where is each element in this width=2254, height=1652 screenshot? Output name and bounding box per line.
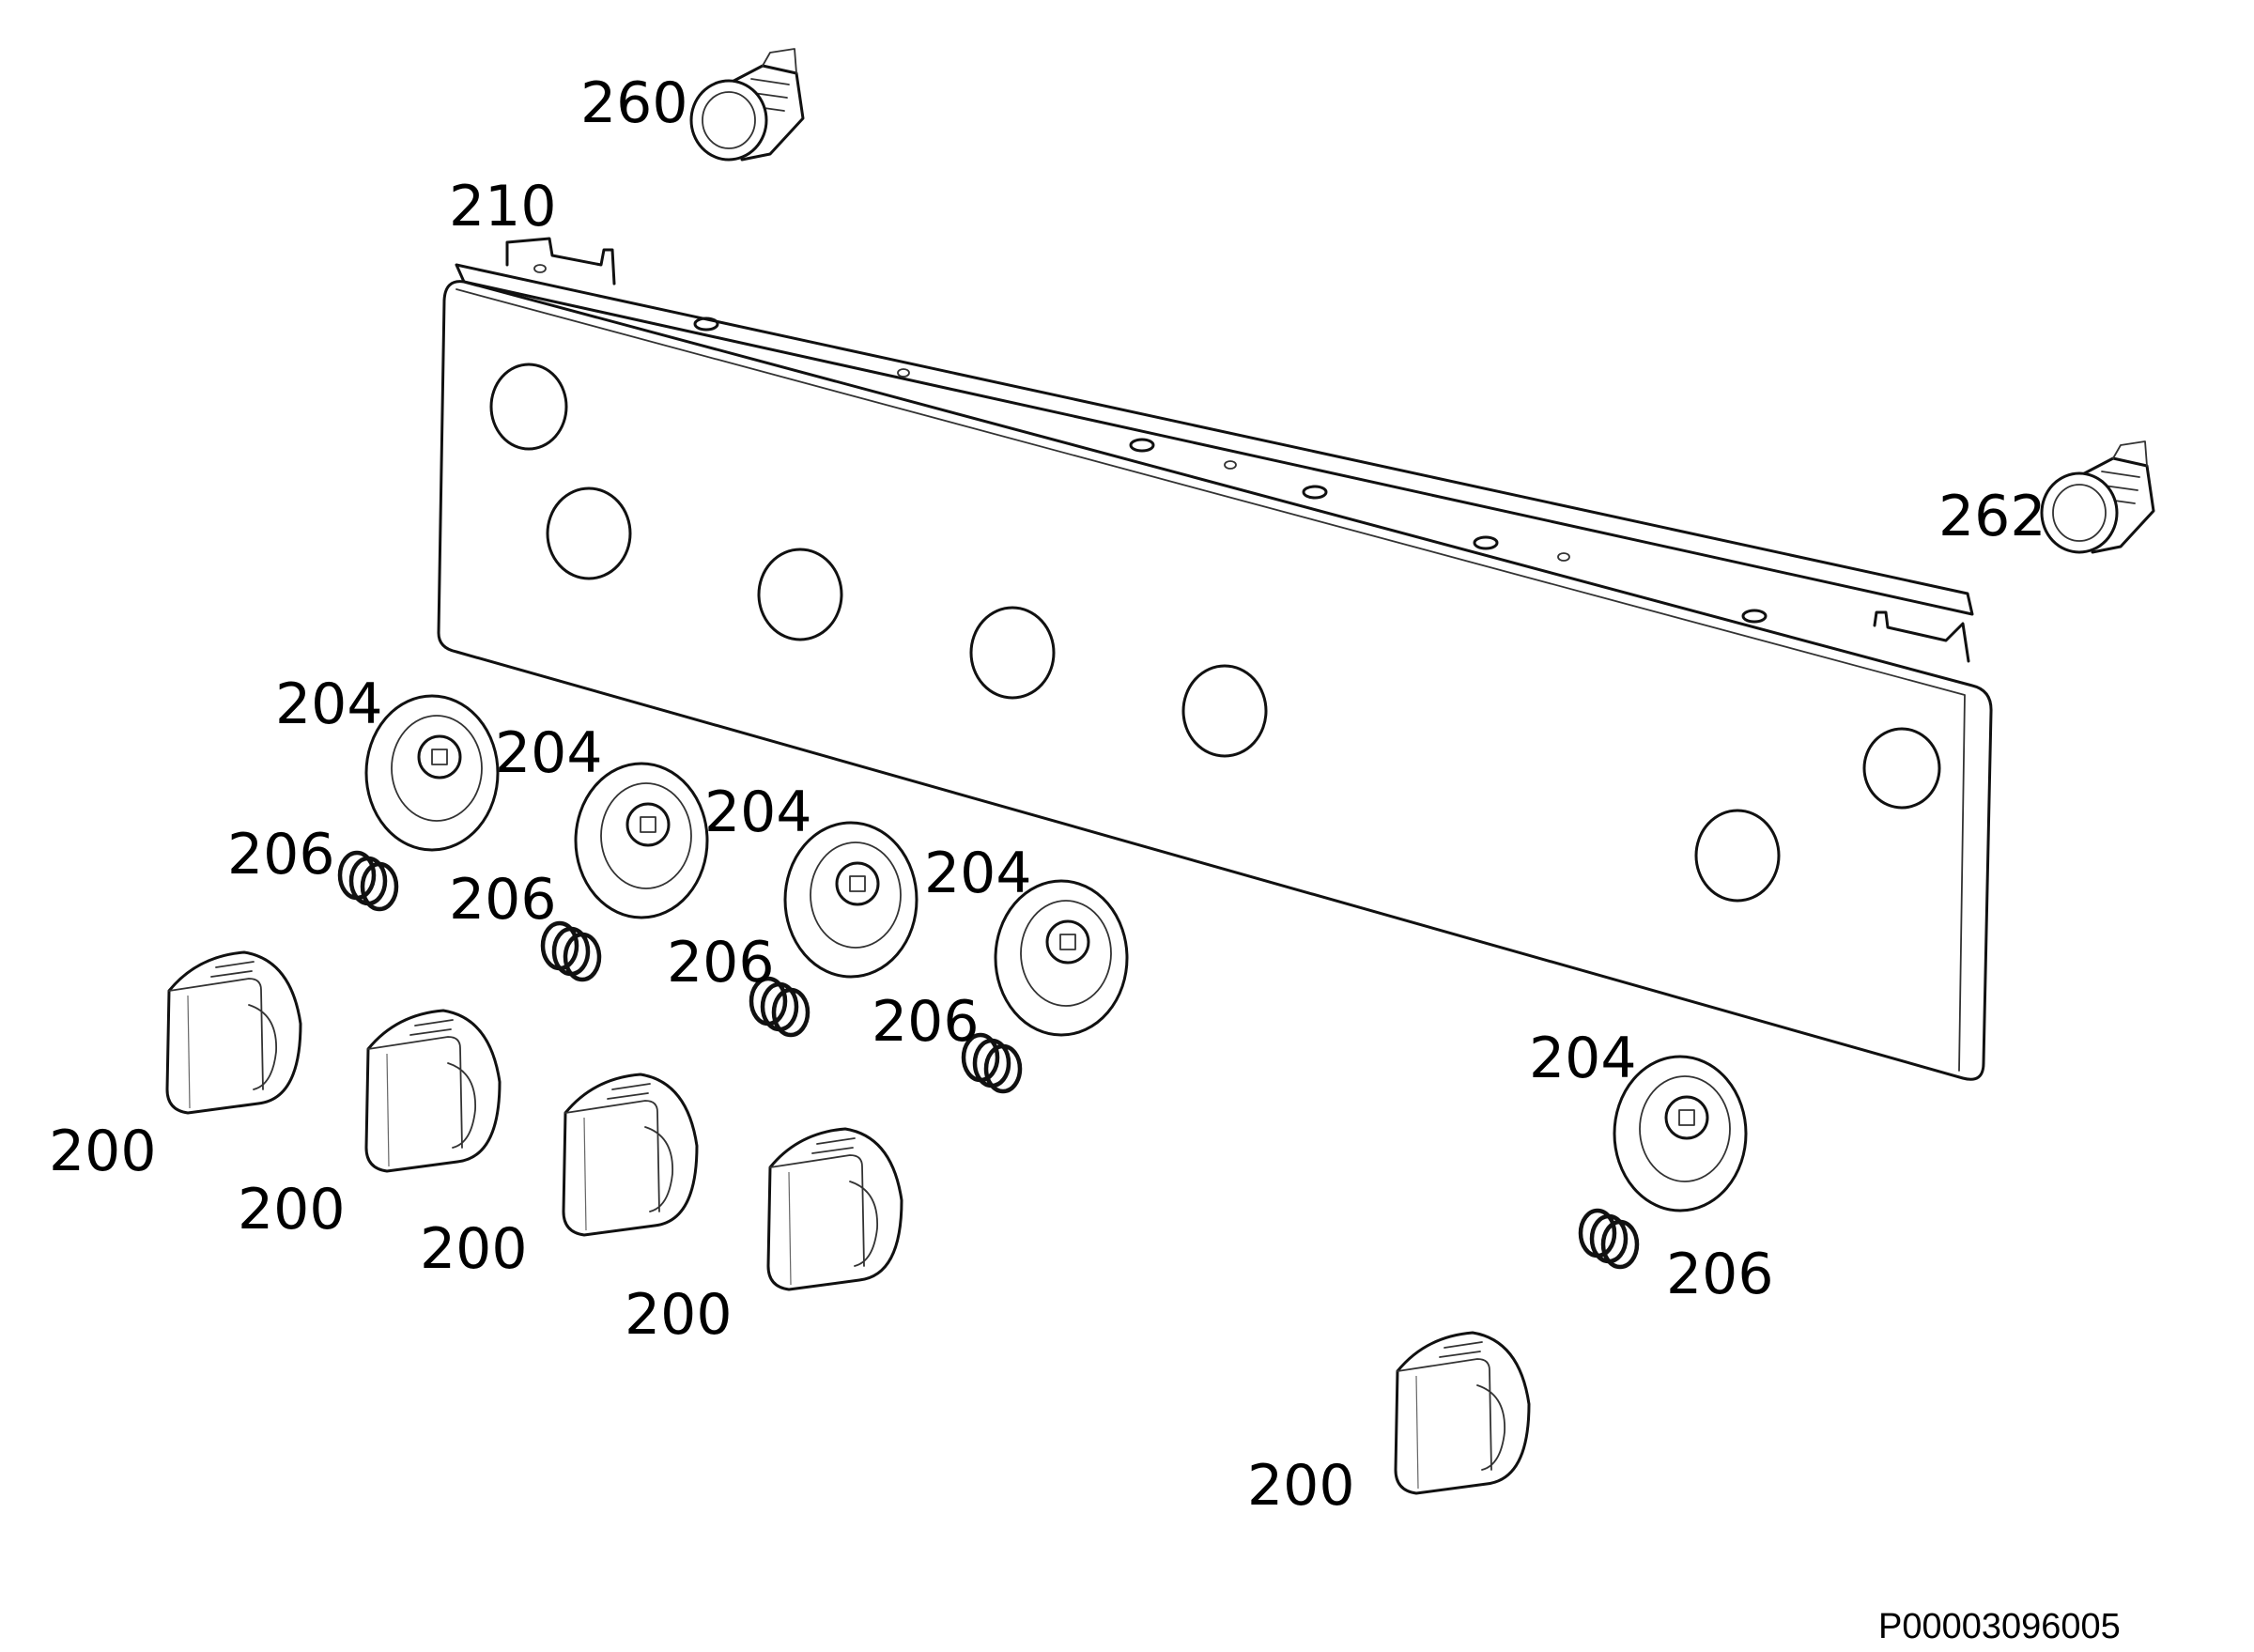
- panel-rail-holes: [533, 264, 1768, 624]
- drawing-number: P00003096005: [1878, 1607, 2121, 1646]
- bezel-ring-2: [574, 762, 709, 919]
- control-knob-1: [165, 950, 302, 1115]
- control-knob-3: [562, 1073, 699, 1237]
- panel-knob-holes: [489, 363, 1941, 903]
- label-204-4: 204: [924, 841, 1032, 906]
- label-206-3: 206: [667, 930, 775, 996]
- label-204-5: 204: [1529, 1026, 1637, 1091]
- bezel-ring-1: [364, 694, 500, 852]
- spring-2: [540, 920, 602, 982]
- label-204-3: 204: [704, 780, 812, 845]
- label-206-5: 206: [1666, 1242, 1774, 1307]
- control-panel: [437, 237, 1993, 1081]
- label-200-4: 200: [625, 1282, 733, 1348]
- bezel-ring-5: [1613, 1055, 1748, 1212]
- label-204-2: 204: [495, 720, 603, 786]
- label-206-1: 206: [227, 822, 335, 888]
- label-200-1: 200: [49, 1119, 157, 1184]
- label-200-3: 200: [420, 1216, 528, 1282]
- spring-3: [749, 976, 811, 1038]
- bezel-ring-3: [783, 821, 919, 979]
- part-labels: 260 210 262 204 204 204 204 204 206 206 …: [49, 70, 2046, 1519]
- label-260: 260: [580, 70, 688, 136]
- bezel-ring-4: [994, 879, 1129, 1037]
- label-206-2: 206: [449, 867, 557, 933]
- control-knob-2: [364, 1009, 502, 1173]
- control-knob-5: [1394, 1331, 1531, 1495]
- label-204-1: 204: [275, 672, 383, 737]
- label-210: 210: [449, 174, 557, 239]
- label-200-5: 200: [1247, 1453, 1355, 1519]
- signal-lamp-left: [689, 48, 805, 162]
- spring-1: [337, 850, 399, 912]
- control-knob-4: [766, 1127, 903, 1291]
- label-200-2: 200: [238, 1177, 346, 1243]
- signal-lamp-right: [2040, 440, 2155, 554]
- spring-5: [1578, 1208, 1640, 1270]
- label-206-4: 206: [872, 989, 980, 1055]
- spring-4: [961, 1032, 1023, 1094]
- label-262: 262: [1938, 484, 2046, 549]
